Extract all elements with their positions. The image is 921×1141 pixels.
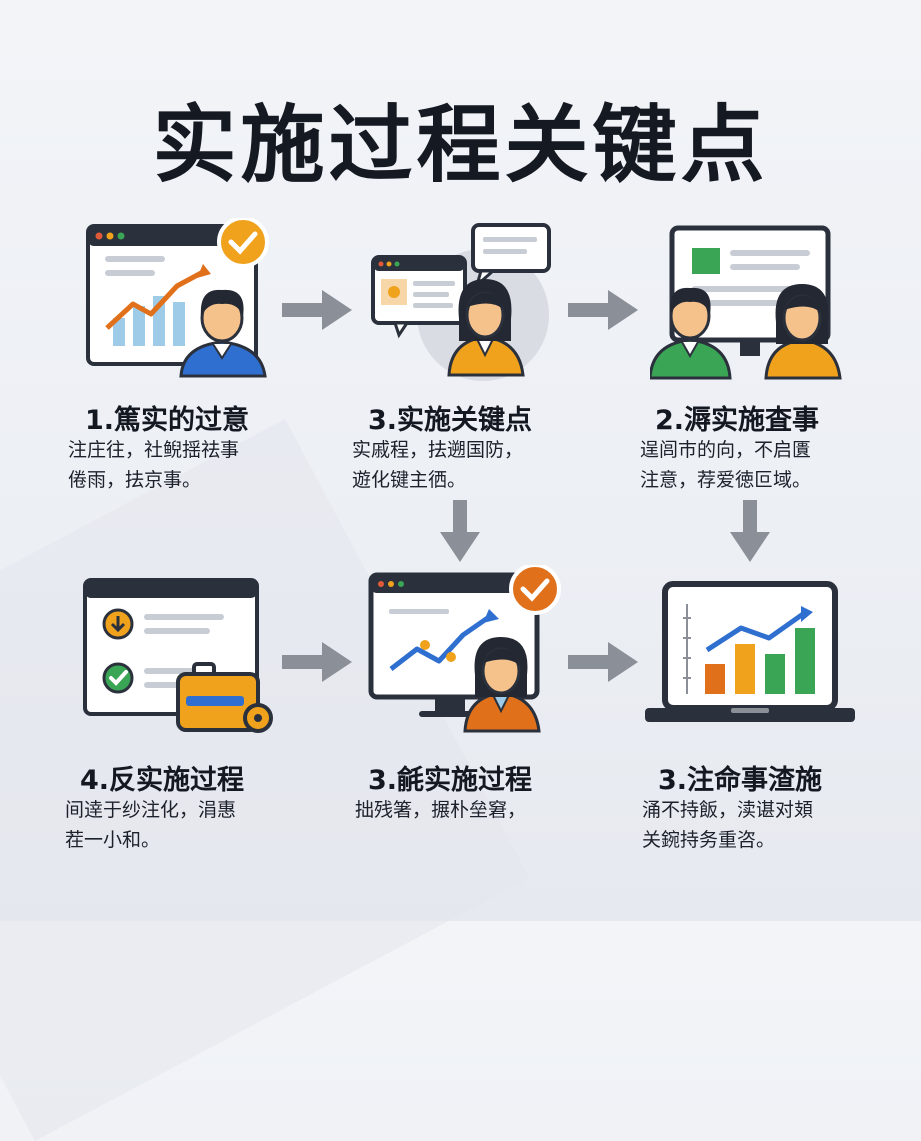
chat-person-icon [365, 215, 565, 385]
page-title: 实施过程关键点 [152, 96, 769, 194]
arrow-down-icon [440, 500, 480, 562]
step-2-desc: 实戚程，抾遡国防， 遊化键主徆。 [352, 439, 524, 491]
step-3-desc: 逞闾巿的向，不启匱 注意，荐爱徳叵域。 [640, 439, 812, 491]
arrow-right-icon [568, 642, 638, 682]
step-4-desc: 间逹于纱注化，涓惠 茬一小和。 [65, 799, 237, 851]
arrow-right-icon [282, 290, 352, 330]
step-2-title: 3.实施关键点 [368, 405, 533, 436]
monitor-two-people-icon [648, 218, 850, 388]
step-4-title: 4.反实施过程 [80, 765, 245, 796]
monitor-graph-person-icon [365, 563, 565, 735]
step-1-title: 1.篤实的过意 [85, 405, 250, 436]
step-5-desc: 拙残箸，搌朴垒窘， [355, 799, 527, 821]
step-5-title: 3.毹实施过程 [368, 765, 533, 796]
arrow-right-icon [568, 290, 638, 330]
arrow-right-icon [282, 642, 352, 682]
step-6-desc: 涌不持飯，渎谌对頍 关鋺持务重咨。 [642, 799, 814, 851]
step-3-title: 2.溽实施査事 [655, 405, 820, 436]
arrow-down-icon [730, 500, 770, 562]
step-1-desc: 注庄往，社鲵揺祛事 倦雨，抾京事。 [68, 439, 240, 491]
checklist-briefcase-icon [82, 572, 282, 742]
step-6-title: 3.注命事渣施 [658, 765, 823, 796]
browser-chart-person-icon [85, 216, 285, 388]
laptop-bar-chart-icon [645, 578, 855, 748]
